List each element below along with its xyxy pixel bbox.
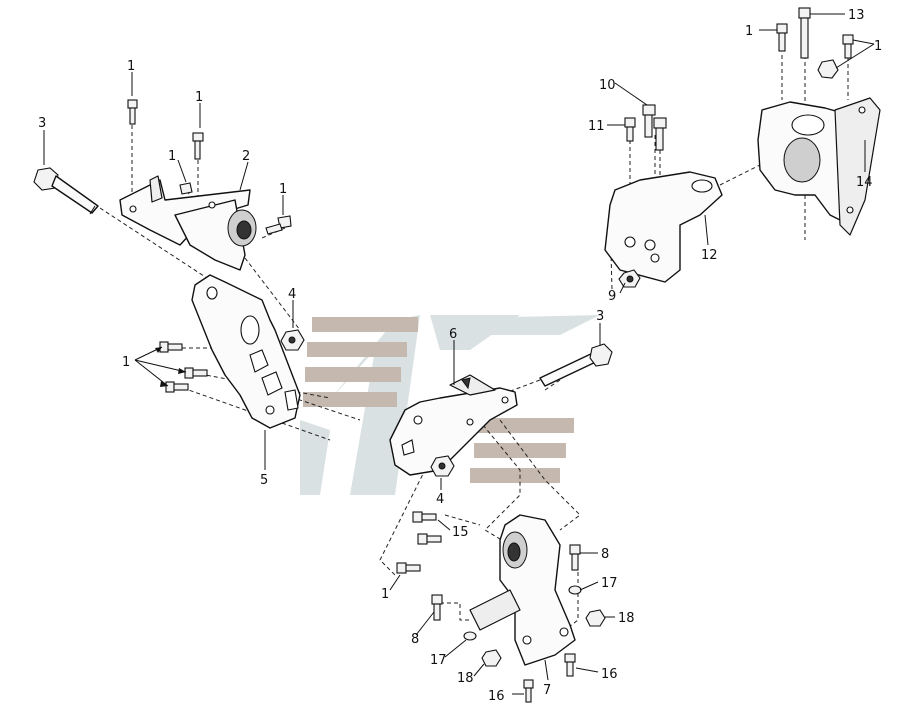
callout-labels: 1 1 1 1 1 1 1 1 2 3 3 4 4 5 6 7 8 8 9 10…	[38, 8, 882, 704]
callout-3-b: 3	[596, 309, 604, 324]
callout-13: 13	[848, 8, 865, 23]
callout-6: 6	[449, 327, 457, 342]
left-bracket-plate	[191, 274, 301, 429]
callout-16-a: 16	[488, 689, 505, 704]
callout-17-b: 17	[430, 653, 447, 668]
callout-1-e: 1	[122, 355, 130, 370]
callout-15: 15	[452, 525, 469, 540]
long-bolt-left	[33, 167, 99, 215]
callout-5: 5	[260, 473, 268, 488]
callout-8-a: 8	[601, 547, 609, 562]
upper-right-mount	[757, 97, 881, 236]
callout-1-g: 1	[745, 24, 753, 39]
callout-18-b: 18	[457, 671, 474, 686]
callout-10: 10	[599, 78, 616, 93]
bolts-right-bracket	[618, 104, 667, 288]
bolts-lower-left	[396, 511, 442, 574]
callout-17-a: 17	[601, 576, 618, 591]
nut-lower	[430, 455, 455, 477]
bolts-upper-right	[776, 7, 854, 79]
upper-left-mount	[119, 175, 257, 271]
callout-4-b: 4	[436, 492, 444, 507]
callout-16-b: 16	[601, 667, 618, 682]
lower-mount	[469, 514, 576, 666]
callout-8-b: 8	[411, 632, 419, 647]
callout-7: 7	[543, 683, 551, 698]
callout-4-a: 4	[288, 287, 296, 302]
bolts-left-group	[159, 341, 208, 393]
leader-lines	[43, 13, 875, 695]
bolts-upper-left	[127, 99, 292, 235]
callout-1-d: 1	[279, 182, 287, 197]
callout-1-f: 1	[381, 587, 389, 602]
callout-14: 14	[856, 175, 873, 190]
callout-18-a: 18	[618, 611, 635, 626]
callout-3-a: 3	[38, 116, 46, 131]
callout-9: 9	[608, 289, 616, 304]
callout-1-a: 1	[127, 59, 135, 74]
callout-11: 11	[588, 119, 605, 134]
callout-1-c: 1	[168, 149, 176, 164]
leader-arrowheads	[155, 347, 186, 387]
callout-12: 12	[701, 248, 718, 263]
nut-upper	[280, 329, 305, 351]
center-bracket	[389, 374, 518, 476]
callout-1-b: 1	[195, 90, 203, 105]
callout-2: 2	[242, 149, 250, 164]
right-bracket	[604, 171, 723, 283]
long-bolt-center	[539, 343, 613, 387]
callout-1-h: 1	[874, 39, 882, 54]
